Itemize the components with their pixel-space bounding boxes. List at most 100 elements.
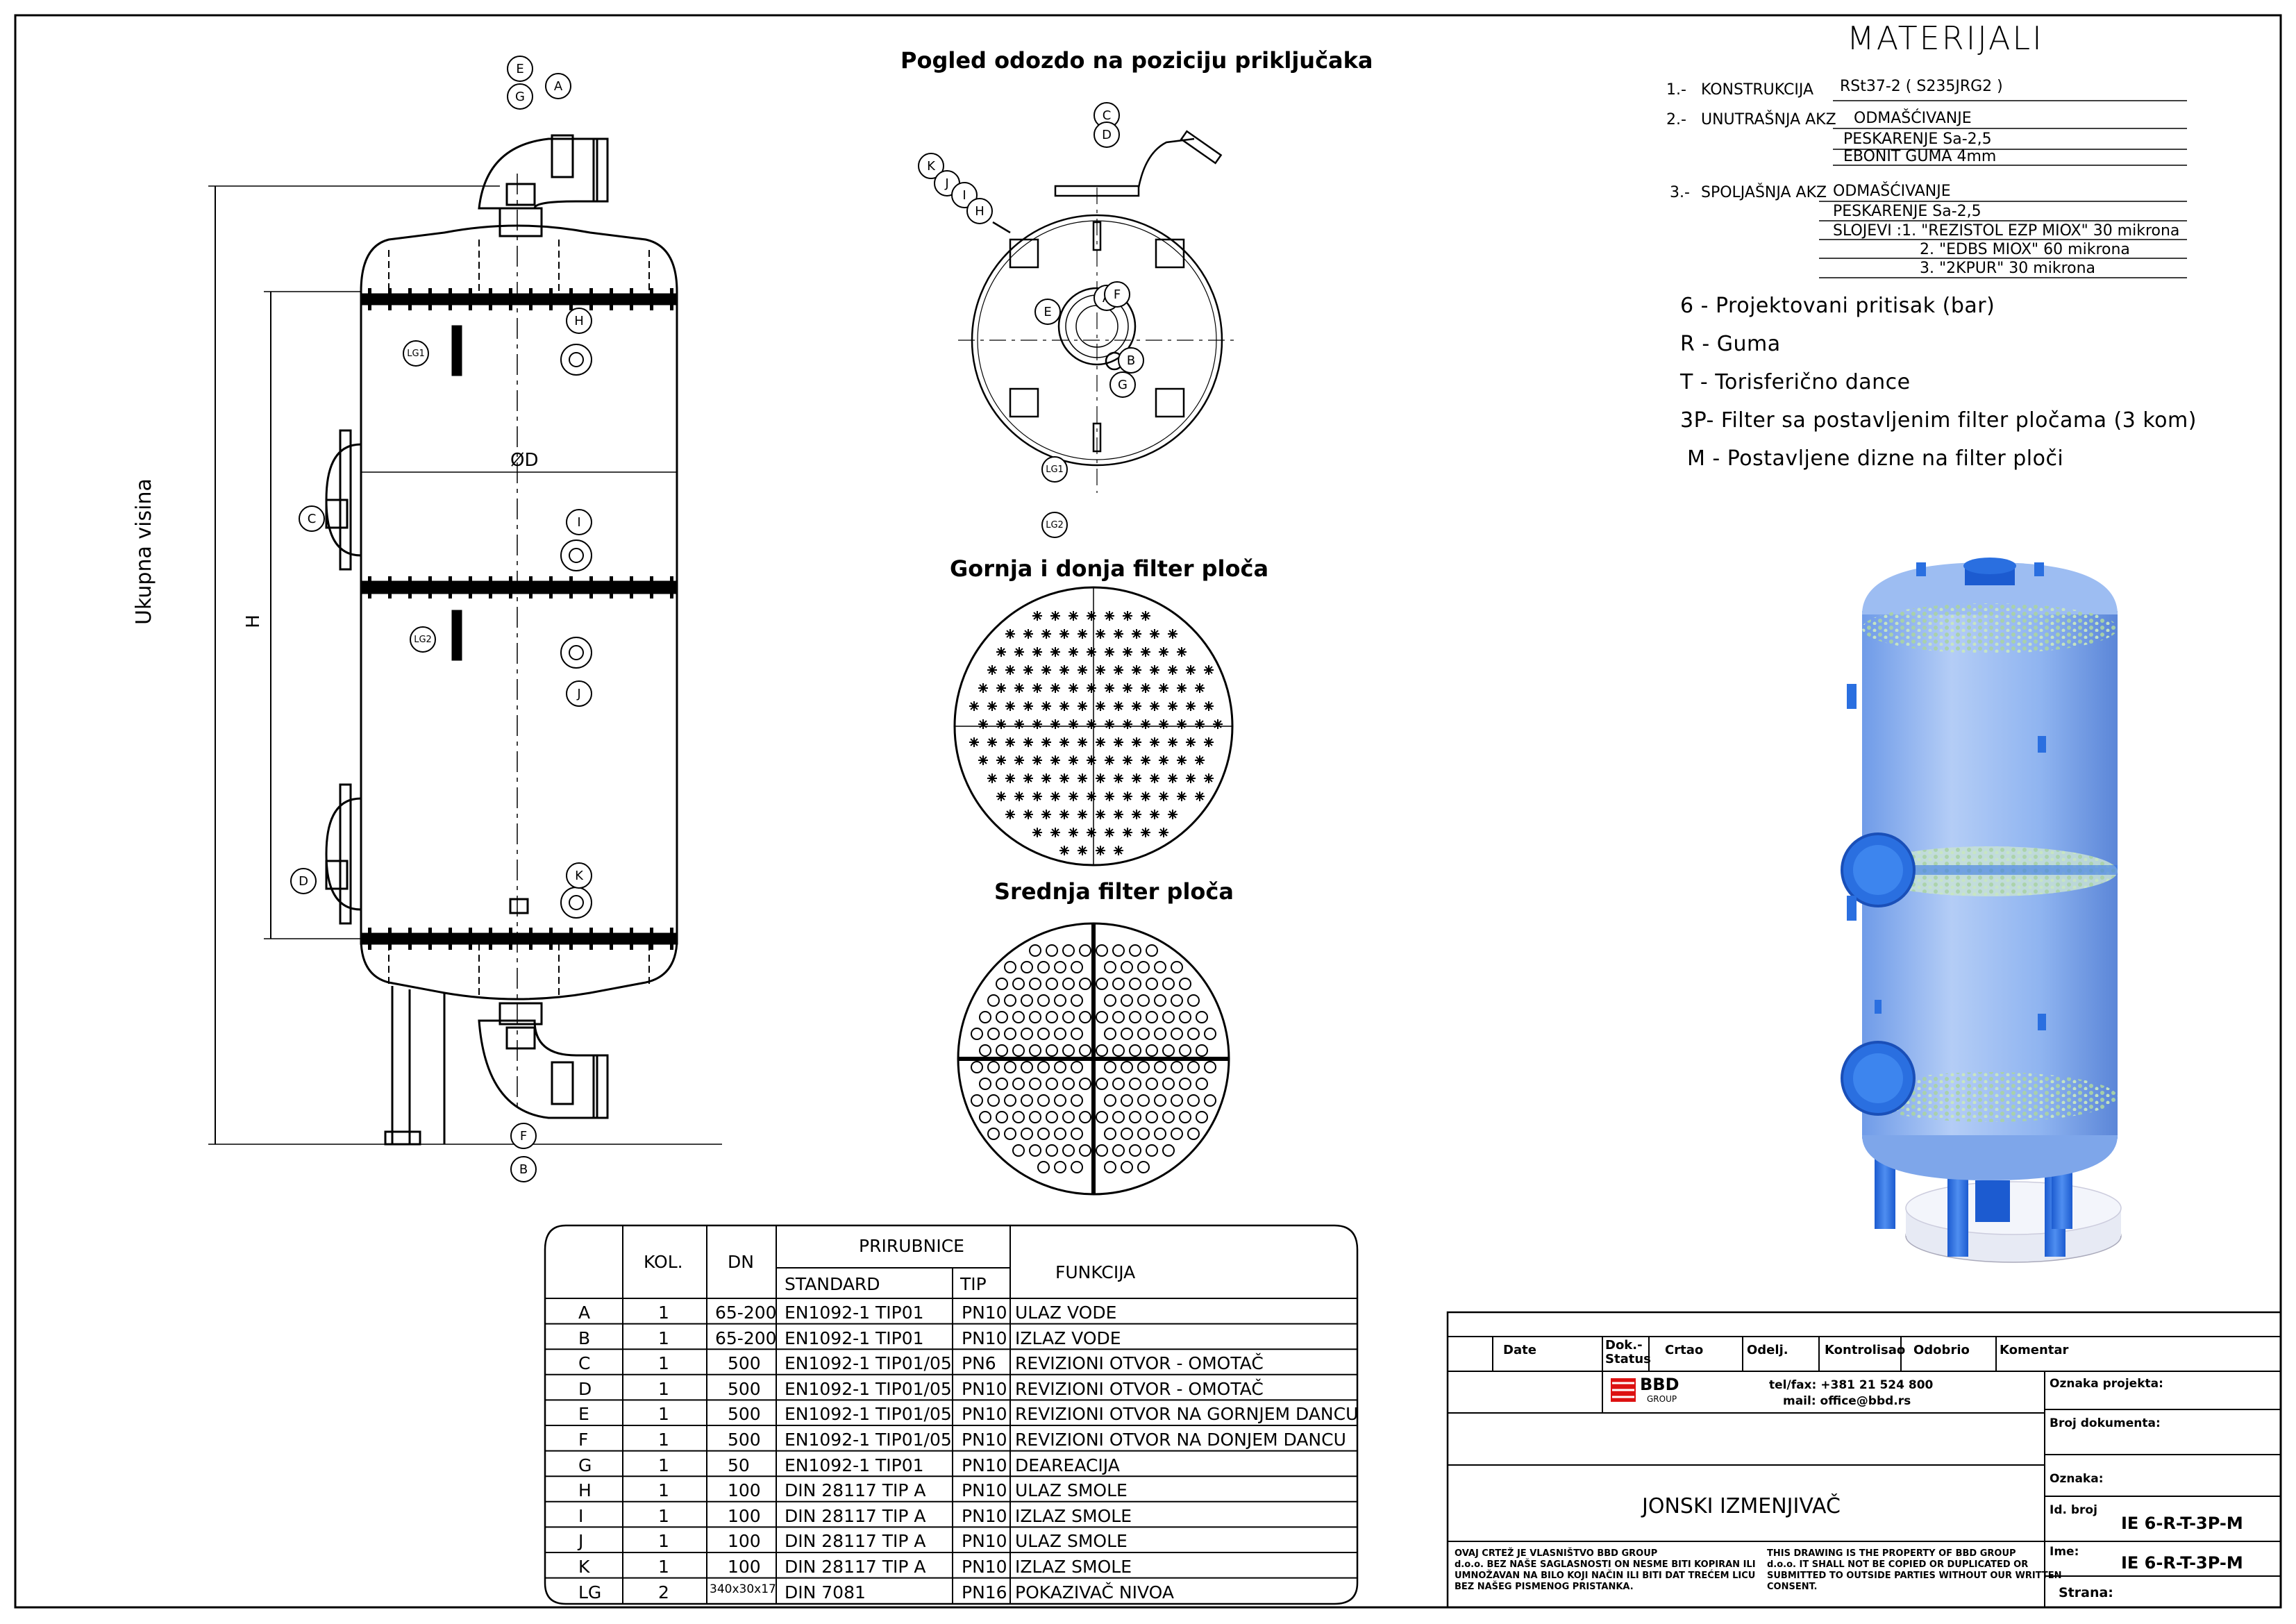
nozzle-ring xyxy=(1137,1061,1150,1073)
nozzle-star xyxy=(1123,683,1132,693)
nozzle-star xyxy=(987,773,997,783)
nozzle-star xyxy=(1105,828,1114,837)
nozzle-table-grid xyxy=(544,1224,1359,1605)
nozzle-star xyxy=(1123,828,1132,837)
flange-bolt xyxy=(529,576,533,598)
nozzle-i-kol: 1 xyxy=(658,1505,669,1526)
nozzle-star xyxy=(1096,665,1105,675)
nozzle-ring xyxy=(1062,1078,1075,1090)
upper-lower-plate-title: Gornja i donja filter ploča xyxy=(950,555,1269,582)
nozzle-star xyxy=(1105,647,1114,657)
nozzle-b-standard: EN1092-1 TIP01 xyxy=(785,1328,924,1348)
bottom-tag-e: E xyxy=(1034,299,1061,325)
nozzle-f-dn: 500 xyxy=(728,1430,761,1450)
nozzle-star xyxy=(1059,846,1069,855)
h-dimension-label: H xyxy=(242,614,264,628)
nozzle-ring xyxy=(979,1078,991,1090)
flange-bolt xyxy=(388,928,392,950)
bottom-tag-lg1: LG1 xyxy=(1041,456,1068,483)
nozzle-star xyxy=(1132,701,1141,711)
nozzle-ring xyxy=(1129,1111,1141,1123)
nozzle-star xyxy=(1123,611,1132,621)
notice-en-line: THIS DRAWING IS THE PROPERTY OF BBD GROU… xyxy=(1767,1548,2016,1559)
nozzle-ring xyxy=(1154,1128,1166,1140)
flange-bolt xyxy=(469,288,472,310)
nozzle-b-kol: 1 xyxy=(658,1328,669,1348)
flange-bolt xyxy=(610,576,613,598)
nozzle-star xyxy=(1150,773,1159,783)
nozzle-star xyxy=(1141,647,1150,657)
nozzle-ring xyxy=(1146,978,1158,990)
nozzle-ring xyxy=(1096,1144,1108,1157)
flange-bolt xyxy=(670,288,673,310)
side-tag-a: A xyxy=(545,73,571,99)
nozzle-star xyxy=(1123,792,1132,801)
flange-bolts xyxy=(368,288,673,950)
notice-sr-line: BEZ NAŠEG PISMENOG PRISTANKA. xyxy=(1455,1582,1634,1592)
nozzle-star xyxy=(1168,629,1178,639)
flange-bolt xyxy=(509,928,512,950)
nozzle-d-id: D xyxy=(578,1378,592,1399)
nozzle-i-dn: 100 xyxy=(728,1505,761,1526)
nozzle-h-funkcija: ULAZ SMOLE xyxy=(1015,1480,1128,1501)
nozzle-ring xyxy=(1162,1144,1175,1157)
col-kol-header: KOL. xyxy=(644,1252,683,1272)
nozzle-star xyxy=(969,701,979,711)
mark-label: Oznaka: xyxy=(2050,1472,2104,1486)
nozzle-ring xyxy=(1104,994,1116,1007)
nozzle-ring xyxy=(1021,1061,1033,1073)
nozzle-j-dn: 100 xyxy=(728,1531,761,1552)
nozzle-ring xyxy=(1129,1044,1141,1057)
nozzle-ring xyxy=(1021,994,1033,1007)
nozzle-star xyxy=(1096,846,1105,855)
nozzle-star xyxy=(1050,719,1060,729)
nozzle-star xyxy=(1105,792,1114,801)
flange-bolt xyxy=(428,928,432,950)
nozzle-ring xyxy=(1104,1061,1116,1073)
nozzle-ring xyxy=(1021,961,1033,973)
side-tag-lg2: LG2 xyxy=(410,626,436,653)
document-number-label: Broj dokumenta: xyxy=(2050,1416,2161,1430)
title-col-1: Dok.-Status xyxy=(1605,1338,1651,1366)
side-view xyxy=(208,134,722,1146)
nozzle-c-funkcija: REVIZIONI OTVOR - OMOTAČ xyxy=(1015,1353,1264,1374)
side-tag-b: B xyxy=(510,1156,537,1182)
nozzle-star xyxy=(1159,828,1168,837)
flange-bolt xyxy=(408,576,412,598)
material-row-3-value-4: 2. "EDBS MIOX" 60 mikrona xyxy=(1920,241,2130,258)
material-row-3-label: SPOLJAŠNJA AKZ xyxy=(1701,184,1827,201)
nozzle-ring xyxy=(1121,994,1133,1007)
nozzle-h-standard: DIN 28117 TIP A xyxy=(785,1480,926,1501)
material-row-3-value-2: PESKARENJE Sa-2,5 xyxy=(1833,203,1981,220)
nozzle-ring xyxy=(1146,1011,1158,1023)
material-row-1-value: RSt37-2 ( S235JRG2 ) xyxy=(1840,78,2003,95)
nozzle-star xyxy=(1087,611,1096,621)
nozzle-star xyxy=(1177,755,1187,765)
nozzle-star xyxy=(1159,683,1168,693)
nozzle-star xyxy=(987,665,997,675)
nozzle-ring xyxy=(1129,944,1141,957)
flange-bolt xyxy=(368,288,371,310)
nozzle-lg-tip: PN16 xyxy=(962,1582,1007,1602)
nozzle-ring xyxy=(1096,978,1108,990)
nozzle-ring xyxy=(1054,1128,1066,1140)
drawing-title: JONSKI IZMENJIVAČ xyxy=(1642,1494,1841,1518)
nozzle-ring xyxy=(1187,1028,1200,1040)
material-row-3-num: 3.- xyxy=(1670,184,1690,201)
nozzle-star xyxy=(1177,683,1187,693)
nozzle-ring xyxy=(1079,978,1091,990)
nozzle-star xyxy=(1050,647,1060,657)
nozzle-ring xyxy=(1121,961,1133,973)
nozzle-ring xyxy=(1112,1011,1125,1023)
nozzle-d-standard: EN1092-1 TIP01/05 xyxy=(785,1378,952,1399)
nozzle-a-id: A xyxy=(578,1303,591,1323)
flange-bolt xyxy=(489,576,492,598)
nozzle-j-funkcija: ULAZ SMOLE xyxy=(1015,1531,1128,1552)
nozzle-ring xyxy=(1129,1144,1141,1157)
nozzle-ring xyxy=(1021,1094,1033,1107)
nozzle-star xyxy=(1023,629,1033,639)
nozzle-ring xyxy=(1146,1111,1158,1123)
nozzle-star xyxy=(1087,683,1096,693)
